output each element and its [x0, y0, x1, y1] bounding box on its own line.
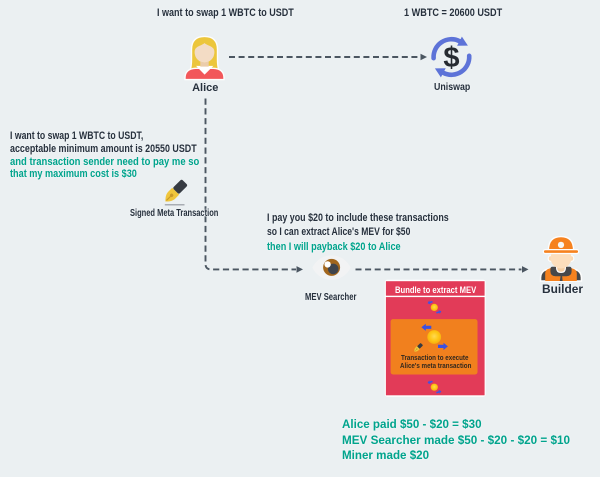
svg-text:$: $	[443, 42, 459, 74]
